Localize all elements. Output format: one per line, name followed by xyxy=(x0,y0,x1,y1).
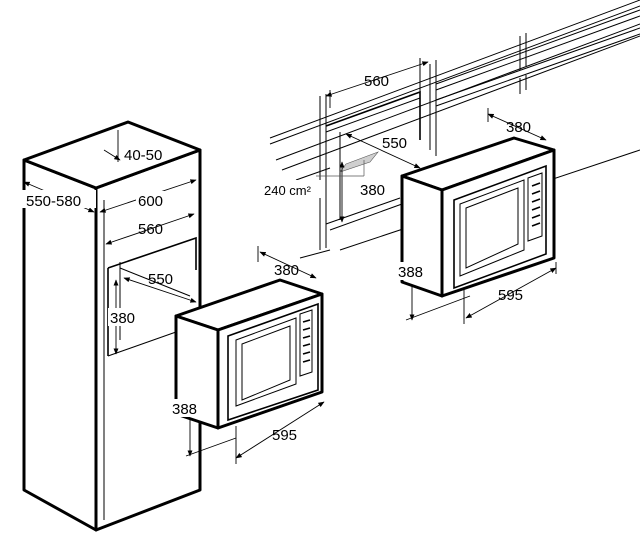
label-left-niche-depth: 550 xyxy=(148,271,173,288)
label-right-niche-depth: 550 xyxy=(382,135,407,152)
labels: 550-580 40-50 600 560 550 380 380 388 59… xyxy=(22,73,531,444)
label-right-oven-width: 595 xyxy=(498,287,523,304)
label-depth-range: 550-580 xyxy=(26,193,81,210)
label-right-niche-width: 560 xyxy=(364,73,389,90)
label-left-oven-depth: 380 xyxy=(274,262,299,279)
label-left-oven-width: 595 xyxy=(272,427,297,444)
label-right-oven-height: 388 xyxy=(398,264,423,281)
label-vent-area: 240 cm² xyxy=(264,183,312,198)
left-oven xyxy=(174,278,324,430)
label-top-gap: 40-50 xyxy=(124,147,162,164)
wall-cabinet-lines xyxy=(269,0,640,181)
label-cabinet-width: 600 xyxy=(138,193,163,210)
label-left-niche-height: 380 xyxy=(110,310,135,327)
label-left-oven-height: 388 xyxy=(172,401,197,418)
label-right-niche-height: 380 xyxy=(360,182,385,199)
label-left-niche-width: 560 xyxy=(138,221,163,238)
label-right-oven-depth: 380 xyxy=(506,119,531,136)
